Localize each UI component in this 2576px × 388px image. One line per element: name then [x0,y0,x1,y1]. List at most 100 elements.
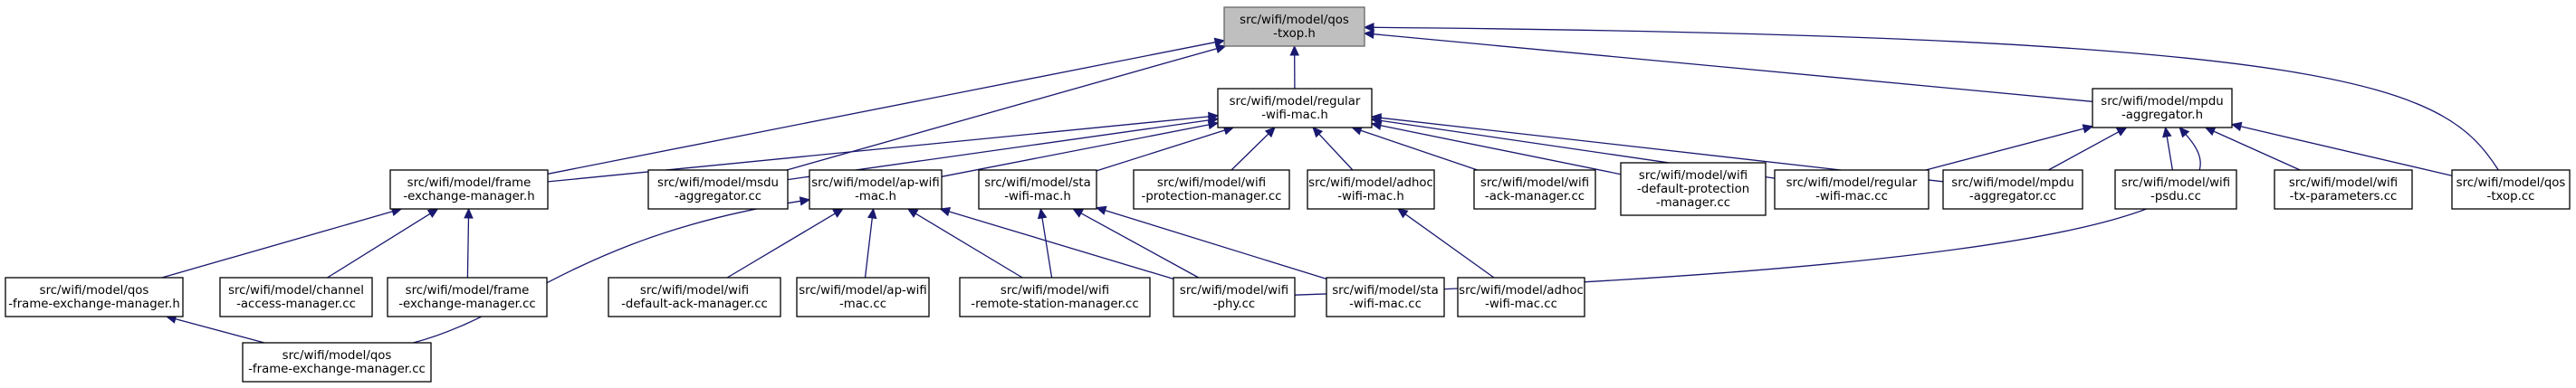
node-box [219,277,373,317]
node-mpdu-aggregator-cc[interactable]: src/wifi/model/mpdu-aggregator.cc [1942,169,2083,210]
node-label-line: -exchange-manager.h [403,190,534,203]
node-label-line: src/wifi/model/mpdu [1951,176,2073,190]
node-box [1217,88,1373,128]
node-box [2092,88,2233,128]
arrowhead-icon [464,207,474,219]
edge-wifi-remote-station-manager-cc-to-ap-wifi-mac-h [906,208,1023,279]
node-box [2451,169,2571,210]
node-label-line: -frame-exchange-manager.h [8,298,180,311]
arrowhead-icon [939,207,952,217]
node-sta-wifi-mac-cc[interactable]: src/wifi/model/sta-wifi-mac.cc [1326,277,1445,317]
node-box [1774,169,1930,210]
arrowhead-icon [1370,113,1382,123]
node-ap-wifi-mac-cc[interactable]: src/wifi/model/ap-wifi-mac.cc [796,277,930,317]
edge-frame-exchange-manager-cc-to-frame-exchange-manager-h [464,207,474,279]
edge-wifi-psdu-cc-to-mpdu-aggregator-h [2162,126,2174,171]
node-label-line: -mac.h [855,190,896,203]
node-box [2274,169,2413,210]
node-label-line: src/wifi/model/ap-wifi [811,176,940,190]
node-box [389,169,549,210]
node-box [608,277,781,317]
node-wifi-psdu-cc[interactable]: src/wifi/model/wifi-psdu.cc [2114,169,2237,210]
edge-line [915,213,1023,279]
node-label-line: -manager.cc [1656,196,1730,210]
node-wifi-default-ack-manager-cc[interactable]: src/wifi/model/wifi-default-ack-manager.… [608,277,781,317]
edge-line [413,200,801,344]
arrowhead-icon [799,196,811,206]
node-qos-frame-exchange-manager-cc[interactable]: src/wifi/model/qos-frame-exchange-manage… [242,342,432,383]
node-frame-exchange-manager-h[interactable]: src/wifi/model/frame-exchange-manager.h [389,169,549,210]
node-wifi-tx-parameters-cc[interactable]: src/wifi/model/wifi-tx-parameters.cc [2274,169,2413,210]
node-label-line: src/wifi/model/qos [2456,176,2566,190]
node-box [2114,169,2237,210]
edge-regular-wifi-mac-h-to-qos-txop-h [1289,44,1299,90]
node-regular-wifi-mac-cc[interactable]: src/wifi/model/regular-wifi-mac.cc [1774,169,1930,210]
edge-line [1318,133,1354,171]
edge-line [1096,129,1225,172]
node-box [387,277,548,317]
node-qos-txop-cc[interactable]: src/wifi/model/qos-txop.cc [2451,169,2571,210]
node-wifi-remote-station-manager-cc[interactable]: src/wifi/model/wifi-remote-station-manag… [959,277,1151,317]
node-box [1133,169,1290,210]
node-label-line: -mac.cc [839,298,886,311]
arrowhead-icon [1264,127,1276,138]
node-box [1942,169,2083,210]
arrowhead-icon [2179,127,2190,138]
arrowhead-icon [1213,37,1226,48]
arrowhead-icon [1289,44,1299,56]
node-qos-frame-exchange-manager-h[interactable]: src/wifi/model/qos-frame-exchange-manage… [5,277,184,317]
edge-line [1105,209,1327,280]
edge-sta-wifi-mac-cc-to-sta-wifi-mac-h [1095,205,1327,280]
node-qos-txop-h[interactable]: src/wifi/model/qos-txop.h [1223,6,1365,47]
edge-line [948,211,1174,280]
node-wifi-ack-manager-cc[interactable]: src/wifi/model/wifi-ack-manager.cc [1473,169,1596,210]
edge-qos-frame-exchange-manager-cc-to-ap-wifi-mac-h [413,196,811,344]
node-adhoc-wifi-mac-cc[interactable]: src/wifi/model/adhoc-wifi-mac.cc [1457,277,1585,317]
node-wifi-default-protection-manager-cc[interactable]: src/wifi/model/wifi-default-protection-m… [1620,162,1767,216]
node-channel-access-manager-cc[interactable]: src/wifi/model/channel-access-manager.cc [219,277,373,317]
node-box [809,169,943,210]
node-box [1620,162,1767,216]
edge-wifi-phy-cc-to-mpdu-aggregator-h [1294,127,2201,296]
node-regular-wifi-mac-h[interactable]: src/wifi/model/regular-wifi-mac.h [1217,88,1373,128]
node-label-line: src/wifi/model/wifi [1157,176,1266,190]
node-wifi-protection-manager-cc[interactable]: src/wifi/model/wifi-protection-manager.c… [1133,169,1290,210]
node-label-line: -aggregator.cc [675,190,761,203]
edge-line [786,48,1218,171]
node-box [978,169,1097,210]
arrowhead-icon [1397,208,1409,219]
node-label-line: -access-manager.cc [236,298,356,311]
edge-adhoc-wifi-mac-cc-to-adhoc-wifi-mac-h [1397,208,1495,279]
node-ap-wifi-mac-h[interactable]: src/wifi/model/ap-wifi-mac.h [809,169,943,210]
edge-line [1373,33,2093,102]
edge-line [327,213,431,279]
edge-line [2048,131,2120,171]
arrowhead-icon [1037,207,1048,220]
arrowhead-icon [2204,127,2217,137]
node-sta-wifi-mac-h[interactable]: src/wifi/model/sta-wifi-mac.h [978,169,1097,210]
node-adhoc-wifi-mac-h[interactable]: src/wifi/model/adhoc-wifi-mac.h [1307,169,1435,210]
node-label-line: src/wifi/model/qos [1240,14,1349,27]
node-label-line: -frame-exchange-manager.cc [248,363,426,376]
node-label-line: -protection-manager.cc [1142,190,1282,203]
arrowhead-icon [1312,127,1324,138]
arrowhead-icon [2230,121,2243,132]
edge-line [161,211,393,279]
edge-line [1360,129,1478,171]
edge-wifi-phy-cc-to-ap-wifi-mac-h [939,207,1174,280]
arrowhead-icon [426,208,439,219]
node-msdu-aggregator-cc[interactable]: src/wifi/model/msdu-aggregator.cc [647,169,789,210]
edge-wifi-protection-manager-cc-to-regular-wifi-mac-h [1231,127,1276,171]
node-label-line: src/wifi/model/wifi [1180,284,1288,298]
node-label-line: src/wifi/model/wifi [2289,176,2398,190]
node-mpdu-aggregator-h[interactable]: src/wifi/model/mpdu-aggregator.h [2092,88,2233,128]
node-wifi-phy-cc[interactable]: src/wifi/model/wifi-phy.cc [1173,277,1296,317]
node-frame-exchange-manager-cc[interactable]: src/wifi/model/frame-exchange-manager.cc [387,277,548,317]
node-label-line: src/wifi/model/wifi [1001,284,1109,298]
node-box [5,277,184,317]
edge-wifi-remote-station-manager-cc-to-sta-wifi-mac-h [1037,207,1053,279]
edge-line [941,124,1210,177]
node-label-line: src/wifi/model/wifi [1480,176,1589,190]
node-label-line: src/wifi/model/channel [228,284,364,298]
